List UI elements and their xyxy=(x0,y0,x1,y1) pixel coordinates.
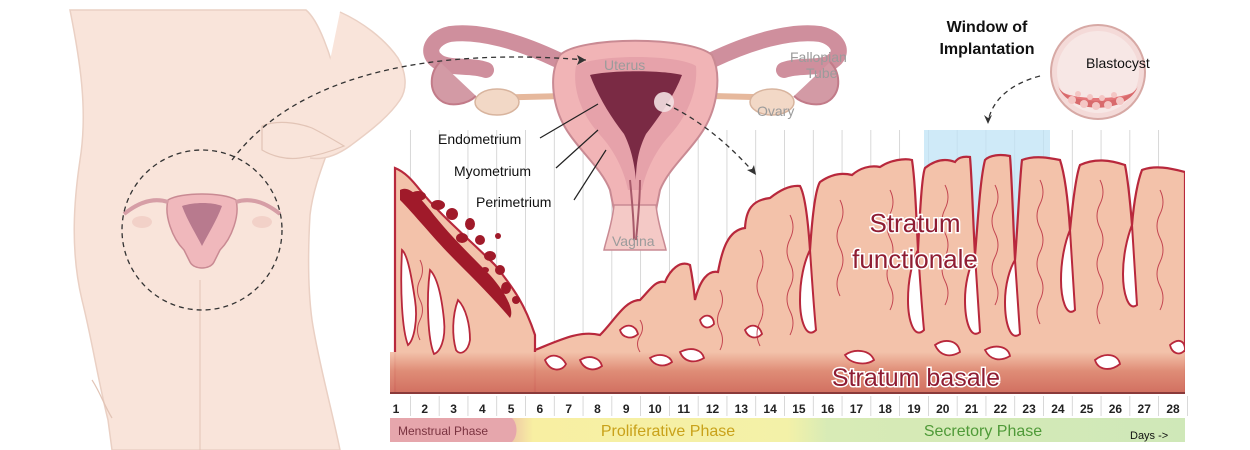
day-label-19: 19 xyxy=(907,402,921,416)
day-label-13: 13 xyxy=(735,402,749,416)
phase-menstrual-label: Menstrual Phase xyxy=(398,424,488,438)
day-label-7: 7 xyxy=(565,402,572,416)
day-label-23: 23 xyxy=(1022,402,1036,416)
day-label-8: 8 xyxy=(594,402,601,416)
arrow-body-to-uterus xyxy=(231,56,587,161)
window-of-implantation-label-2: Implantation xyxy=(939,41,1034,58)
blastocyst-label: Blastocyst xyxy=(1086,55,1150,71)
day-label-20: 20 xyxy=(936,402,950,416)
day-label-22: 22 xyxy=(994,402,1008,416)
stratum-functionale-label-1: Stratum xyxy=(869,208,960,238)
fallopian-tube-label-2: Tube xyxy=(806,65,838,81)
day-label-11: 11 xyxy=(677,402,690,416)
day-label-27: 27 xyxy=(1138,402,1152,416)
fallopian-tube-label-1: Fallopian xyxy=(790,49,847,65)
day-label-25: 25 xyxy=(1080,402,1094,416)
day-label-15: 15 xyxy=(792,402,806,416)
day-label-2: 2 xyxy=(421,402,428,416)
endometrium-cross-section xyxy=(390,130,1185,392)
day-label-3: 3 xyxy=(450,402,457,416)
day-label-16: 16 xyxy=(821,402,835,416)
day-label-4: 4 xyxy=(479,402,486,416)
day-label-12: 12 xyxy=(706,402,720,416)
perimetrium-label: Perimetrium xyxy=(476,194,551,210)
day-label-6: 6 xyxy=(537,402,544,416)
day-label-10: 10 xyxy=(648,402,662,416)
day-label-26: 26 xyxy=(1109,402,1123,416)
day-label-18: 18 xyxy=(879,402,893,416)
stratum-basale-layer xyxy=(390,352,1185,392)
day-label-17: 17 xyxy=(850,402,864,416)
blastocyst-illustration xyxy=(1050,24,1146,120)
uterus-illustration xyxy=(423,25,847,251)
day-label-21: 21 xyxy=(965,402,979,416)
days-label: Days -> xyxy=(1130,430,1168,442)
arrow-uterus-to-tissue xyxy=(665,103,757,176)
small-uterus-illustration xyxy=(122,193,282,269)
uterus-label: Uterus xyxy=(604,57,645,73)
phase-proliferative-label: Proliferative Phase xyxy=(601,423,735,440)
phase-bar xyxy=(390,418,1185,442)
stratum-functionale-label-2: functionale xyxy=(852,244,978,274)
day-label-28: 28 xyxy=(1166,402,1180,416)
day-label-1: 1 xyxy=(393,402,400,416)
endometrium-label: Endometrium xyxy=(438,131,521,147)
day-label-9: 9 xyxy=(623,402,630,416)
body-silhouette xyxy=(69,9,406,450)
menstrual-blood xyxy=(400,188,520,318)
window-of-implantation-label-1: Window of xyxy=(947,19,1028,36)
arrow-blastocyst-to-window xyxy=(987,75,1041,123)
day-label-5: 5 xyxy=(508,402,515,416)
day-label-24: 24 xyxy=(1051,402,1065,416)
vagina-label: Vagina xyxy=(612,233,655,249)
stratum-basale-label: Stratum basale xyxy=(832,364,1000,392)
phase-secretory-label: Secretory Phase xyxy=(924,423,1042,440)
zoom-circle xyxy=(121,149,283,311)
day-label-14: 14 xyxy=(763,402,777,416)
myometrium-label: Myometrium xyxy=(454,163,531,179)
ovary-label: Ovary xyxy=(757,103,794,119)
